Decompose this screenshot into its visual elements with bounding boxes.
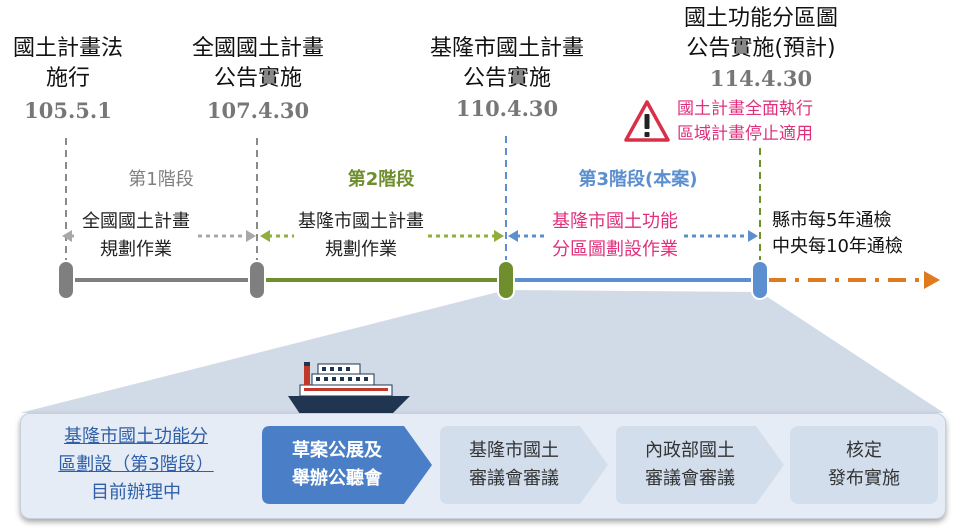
process-intro-line2: 區劃設（第3階段） [58, 454, 214, 475]
review-line1: 縣市每5年通檢 [772, 210, 892, 231]
marker-4 [751, 260, 769, 300]
stage-3-label: 第3階段(本案) [578, 169, 698, 190]
review-note: 縣市每5年通檢 中央每10年通檢 [772, 208, 903, 260]
process-step-4-line2: 發布實施 [828, 468, 900, 489]
process-step-2: 基隆市國土 審議會審議 [440, 426, 588, 504]
stage-3-work-line1: 基隆市國土功能 [552, 211, 678, 232]
future-arrow-head [924, 271, 940, 289]
stage-3-work-line2: 分區圖劃設作業 [552, 239, 678, 260]
milestone-1-title-line2: 施行 [45, 66, 90, 91]
milestone-1-date: 105.5.1 [24, 98, 112, 123]
warning-icon [624, 100, 670, 142]
stage-2-work: 基隆市國土計畫 規劃作業 [294, 208, 428, 264]
milestone-2-title-line2: 公告實施 [213, 66, 302, 91]
projection-shadow [20, 290, 944, 413]
process-intro: 基隆市國土功能分 區劃設（第3階段） 目前辦理中 [30, 426, 242, 504]
stage-1-label: 第1階段 [128, 169, 194, 190]
milestone-4-title: 國土功能分區圖 公告實施(預計) [650, 4, 872, 64]
process-step-1-line2: 舉辦公聽會 [292, 468, 382, 489]
process-step-1-shape [262, 426, 432, 504]
milestone-1-title-line1: 國土計畫法 [12, 36, 123, 61]
process-step-1: 草案公展及 舉辦公聽會 [262, 426, 412, 504]
stage-1-work: 全國國土計畫 規劃作業 [78, 208, 194, 264]
milestone-2-title: 全國國土計畫 公告實施 [168, 34, 348, 94]
ship-icon [288, 362, 410, 414]
process-step-1-line1: 草案公展及 [292, 440, 382, 461]
stage-2-work-line2: 規劃作業 [325, 239, 397, 260]
milestone-2-title-line1: 全國國土計畫 [191, 36, 324, 61]
stage-2-work-line1: 基隆市國土計畫 [298, 211, 424, 232]
process-step-4-shape [790, 426, 938, 504]
marker-2 [248, 260, 266, 300]
stage-3-work: 基隆市國土功能 分區圖劃設作業 [548, 208, 682, 264]
milestone-3-title: 基隆市國土計畫 公告實施 [400, 34, 614, 94]
process-step-4-line1: 核定 [846, 440, 882, 461]
process-step-2-line1: 基隆市國土 [469, 440, 559, 461]
process-step-3-shape [616, 426, 784, 504]
process-intro-line3: 目前辦理中 [90, 482, 181, 503]
milestone-4-title-line2: 公告實施(預計) [686, 36, 836, 61]
milestone-3-title-line1: 基隆市國土計畫 [429, 36, 584, 61]
stage-1-work-line2: 規劃作業 [100, 239, 172, 260]
milestone-1-title: 國土計畫法 施行 [0, 34, 136, 94]
marker-1 [57, 260, 75, 300]
warning-line2: 區域計畫停止適用 [677, 124, 813, 144]
milestone-2-date: 107.4.30 [206, 98, 310, 123]
stage-2-label: 第2階段 [347, 169, 415, 190]
marker-3 [497, 260, 515, 300]
warning-line1: 國土計畫全面執行 [677, 99, 813, 119]
milestone-4-date: 114.4.30 [709, 66, 813, 91]
process-step-2-shape [440, 426, 608, 504]
milestone-3-date: 110.4.30 [455, 96, 559, 121]
process-step-4: 核定 發布實施 [790, 426, 938, 504]
stage-1-work-line1: 全國國土計畫 [82, 211, 190, 232]
process-step-2-line2: 審議會審議 [469, 468, 559, 489]
warning-text: 國土計畫全面執行 區域計畫停止適用 [677, 97, 813, 147]
process-step-3-line2: 審議會審議 [645, 468, 735, 489]
process-intro-line1: 基隆市國土功能分 [63, 426, 208, 447]
milestone-4-title-line1: 國土功能分區圖 [683, 6, 838, 31]
review-line2: 中央每10年通檢 [772, 236, 903, 257]
process-step-3: 內政部國土 審議會審議 [616, 426, 764, 504]
milestone-3-title-line2: 公告實施 [462, 66, 551, 91]
process-step-3-line1: 內政部國土 [645, 440, 735, 461]
